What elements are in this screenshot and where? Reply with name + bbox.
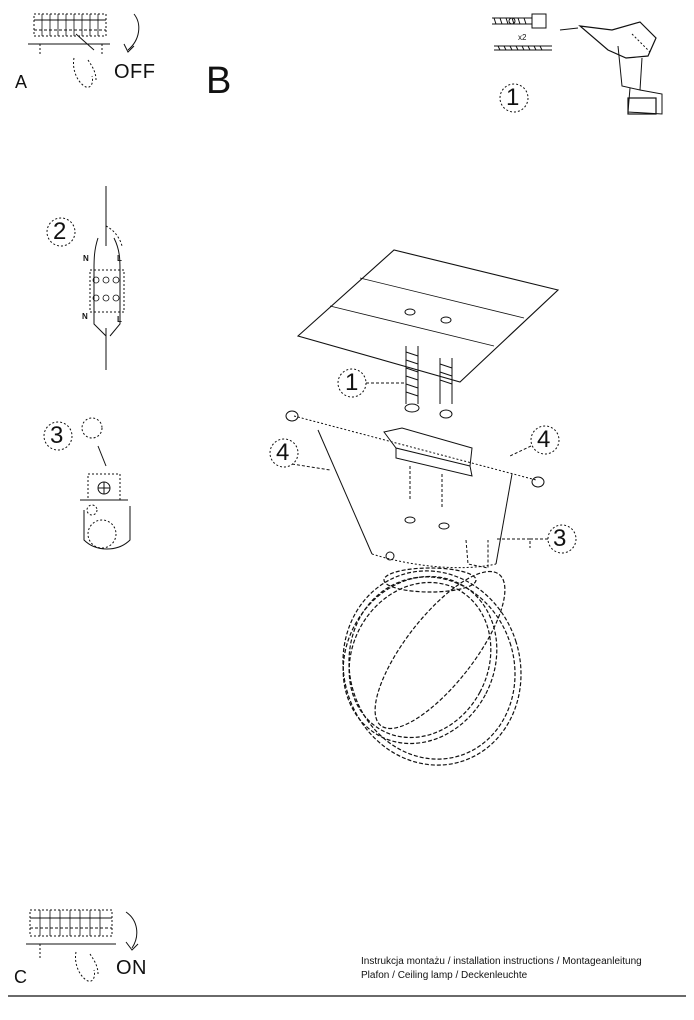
footer-instructions: Instrukcja montażu / installation instru… [361,956,642,967]
step-b-label: B [206,60,232,102]
callout-screw-right: 4 [537,426,551,453]
callout-kit: 1 [506,84,520,111]
callout-circle [337,368,367,398]
step-a-label: A [15,72,28,92]
switch-off-label: OFF [114,61,156,83]
callout-circle [530,425,560,455]
drill-icon [559,21,663,115]
fuse-box-off-icon [28,13,110,56]
callout-screw-left: 4 [276,439,290,466]
callout-bolts: 1 [345,369,359,396]
hand-icon [73,57,97,88]
wiring-diagram-icon [89,186,125,370]
cap-screw-detail-icon [80,417,131,550]
switch-on-label: ON [116,957,147,979]
hand-icon [75,951,99,982]
footer-product-type: Plafon / Ceiling lamp / Deckenleuchte [361,970,528,981]
callout-cap-detail: 3 [50,422,64,449]
callout-circle [499,83,529,113]
screw-anchor-kit-icon [492,13,552,51]
callout-circle [43,421,73,451]
callout-wiring: 2 [53,218,67,245]
wire-l-bottom: L [117,315,122,324]
side-screw-icon [285,410,545,488]
ring-lamp-icon [342,567,522,766]
arrow-down-icon [123,13,140,53]
quantity-label: x2 [518,33,527,42]
wire-n-top: N [83,254,89,263]
callout-cap: 3 [553,525,567,552]
arrow-up-icon [125,911,139,951]
callout-circle [269,438,299,468]
mounting-bracket-icon [383,427,473,530]
canopy-icon [317,429,513,569]
callout-circle [547,524,577,554]
wall-anchor-bolt-icon [404,346,453,419]
callout-circle [46,217,76,247]
step-c-label: C [14,967,27,987]
wire-l-top: L [117,254,122,263]
wire-n-bottom: N [82,312,88,321]
fuse-box-on-icon [26,909,116,958]
